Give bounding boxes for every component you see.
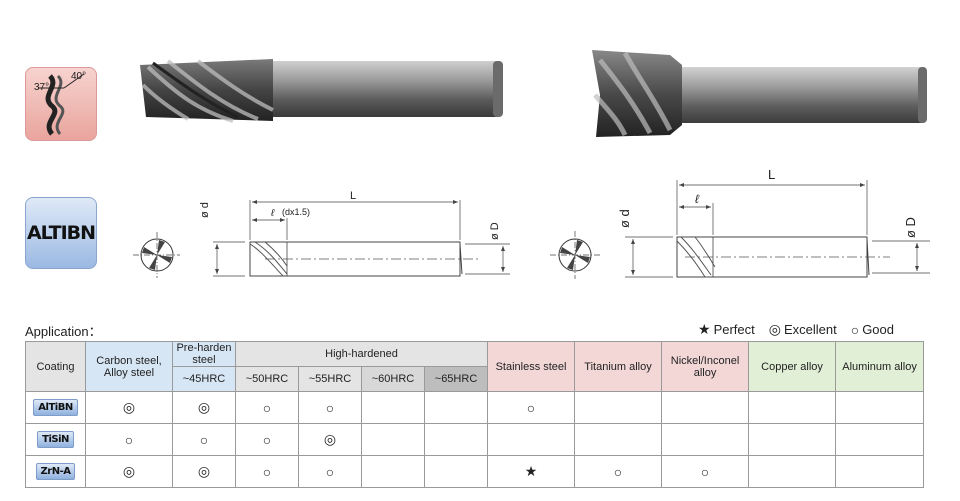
coating-cell: AlTiBN: [25, 391, 86, 424]
end-mill-photo-right: [592, 50, 927, 137]
stainless-header: Stainless steel: [487, 341, 576, 392]
rating-cell: ◎: [172, 455, 236, 488]
coating-badge: ALTIBN: [25, 197, 97, 269]
rating-cell: [361, 423, 425, 456]
rating-cell: [361, 455, 425, 488]
rating-cell: ○: [661, 455, 750, 488]
rating-cell: [423, 423, 489, 456]
rating-cell: [574, 423, 663, 456]
rating-cell: [835, 391, 925, 424]
table-row: AlTiBN◎◎○○○: [25, 391, 925, 424]
angle-right-label: 40°: [71, 71, 87, 82]
rating-cell: ○: [574, 455, 663, 488]
flute-length-label: (dx1.5): [282, 207, 311, 217]
coating-cell: ZrN-A: [25, 455, 86, 488]
symbol-legend: ★Perfect ◎Excellent ○Good: [698, 321, 894, 338]
svg-text:ℓ: ℓ: [270, 208, 275, 219]
application-table: Coating Carbon steel, Alloy steel Pre-ha…: [25, 341, 925, 488]
rating-cell: [748, 455, 837, 488]
circle-icon: ○: [850, 321, 860, 338]
side-view-right: ℓ: [625, 180, 930, 278]
hrc55-header: ~55HRC: [298, 366, 362, 392]
rating-cell: ◎: [85, 455, 173, 488]
end-view-left: [133, 232, 180, 278]
rating-cell: [661, 423, 750, 456]
copper-header: Copper alloy: [748, 341, 837, 392]
helix-angle-badge: 37° 40°: [25, 67, 97, 141]
coating-chip: ZrN-A: [35, 463, 76, 480]
rating-cell: ◎: [85, 391, 173, 424]
rating-cell: [835, 423, 925, 456]
coating-chip: TiSiN: [37, 431, 74, 448]
helix-angle-icon: [38, 73, 85, 136]
shank-d-label-right: ø d: [617, 209, 632, 228]
hrc50-header: ~50HRC: [235, 366, 299, 392]
rating-cell: ○: [235, 423, 299, 456]
rating-cell: [423, 391, 489, 424]
application-label: Application：: [25, 324, 102, 339]
length-L-label-right: L: [768, 167, 776, 182]
rating-cell: ★: [487, 455, 576, 488]
length-L-label-left: L: [350, 190, 357, 202]
carbon-steel-header: Carbon steel, Alloy steel: [85, 341, 173, 392]
end-view-right: [550, 231, 600, 279]
table-row: TiSiN○○○◎: [25, 423, 925, 456]
rating-cell: [487, 423, 576, 456]
coating-chip: AlTiBN: [33, 399, 78, 416]
shank-d-label-left: ø d: [199, 202, 211, 218]
rating-cell: [361, 391, 425, 424]
legend-perfect: ★Perfect: [698, 321, 755, 337]
rating-cell: [835, 455, 925, 488]
nickel-header: Nickel/Inconel alloy: [661, 341, 750, 392]
aluminum-header: Aluminum alloy: [835, 341, 925, 392]
rating-cell: [661, 391, 750, 424]
legend-good: ○Good: [850, 321, 894, 338]
rating-cell: ◎: [172, 391, 236, 424]
rating-cell: ○: [298, 455, 362, 488]
table-row: ZrN-A◎◎○○★○○: [25, 455, 925, 488]
legend-excellent: ◎Excellent: [768, 321, 837, 337]
coating-badge-label: ALTIBN: [26, 222, 96, 244]
rating-cell: ○: [298, 391, 362, 424]
rating-cell: ○: [235, 391, 299, 424]
preharden-header: Pre-harden steel: [172, 341, 236, 367]
diameter-D-label-right: ø D: [903, 217, 918, 238]
coating-header: Coating: [25, 341, 86, 392]
star-icon: ★: [698, 321, 711, 337]
coating-cell: TiSiN: [25, 423, 86, 456]
rating-cell: [423, 455, 489, 488]
technical-drawing-right: ℓ: [550, 180, 930, 279]
svg-text:ℓ: ℓ: [695, 192, 700, 206]
rating-cell: [574, 391, 663, 424]
technical-drawing-left: ℓ: [133, 200, 510, 278]
end-mill-photo-left: [140, 59, 503, 123]
hrc60-header: ~60HRC: [361, 366, 425, 392]
high-hardened-header: High-hardened: [234, 341, 489, 367]
double-circle-icon: ◎: [768, 321, 781, 337]
angle-left-label: 37°: [34, 82, 50, 93]
rating-cell: ○: [85, 423, 173, 456]
titanium-header: Titanium alloy: [574, 341, 663, 392]
side-view-left: ℓ: [213, 200, 510, 277]
rating-cell: [748, 391, 837, 424]
rating-cell: ○: [487, 391, 576, 424]
diameter-D-label-left: ø D: [489, 222, 501, 240]
preharden-sub-header: ~45HRC: [172, 366, 236, 392]
rating-cell: [748, 423, 837, 456]
rating-cell: ○: [235, 455, 299, 488]
rating-cell: ○: [172, 423, 236, 456]
rating-cell: ◎: [298, 423, 362, 456]
hrc65-header: ~65HRC: [423, 366, 489, 392]
